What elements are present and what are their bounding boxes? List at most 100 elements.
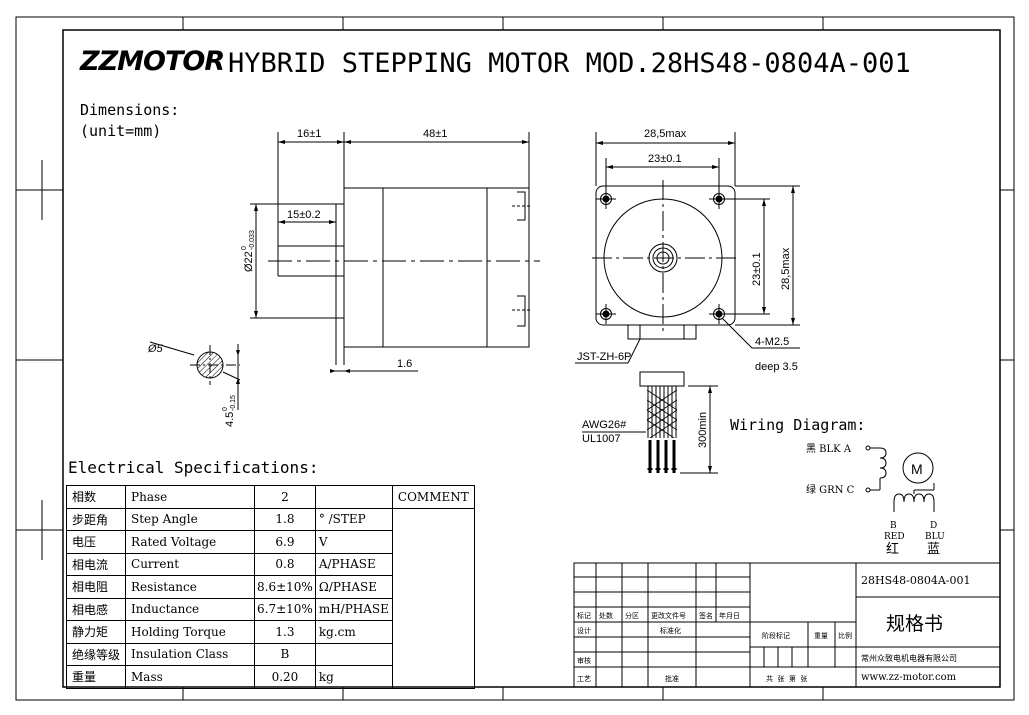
spec-name-zh: 相电感 [65, 597, 127, 621]
spec-name-zh: 相电阻 [65, 575, 127, 599]
motor-side-view [250, 132, 540, 372]
motor-front-view [575, 132, 800, 364]
spec-value: B [254, 642, 316, 666]
dim-1-6: 1.6 [397, 358, 412, 370]
wire-gauge-label: AWG26# [582, 419, 627, 431]
hole-spec-label: 4-M2.5 [755, 336, 789, 348]
comment-cell [391, 620, 475, 643]
motor-symbol-label: M [911, 461, 923, 477]
spec-name-en: Inductance [125, 597, 256, 621]
spec-name-zh: 绝缘等级 [65, 642, 127, 666]
dimensions-label: Dimensions: [80, 101, 179, 119]
title-block-texts: 标记 处数 分区 更改文件号 签名 年月日 设计 标准化 审核 工艺 批准 阶段… [577, 574, 971, 683]
spec-unit: ° /STEP [314, 507, 393, 531]
rev-col-5: 签名 [699, 611, 713, 620]
comment-header: COMMENT [391, 485, 475, 509]
spec-value: 1.8 [254, 507, 316, 531]
spec-name-en: Mass [125, 665, 256, 689]
dim-23-side: 23±0.1 [751, 252, 763, 286]
comment-cell [391, 575, 475, 598]
wire-std-label: UL1007 [582, 433, 621, 445]
header: ZZMOTOR HYBRID STEPPING MOTOR MOD.28HS48… [79, 46, 911, 140]
spec-unit: A/PHASE [314, 552, 393, 576]
dim-flat-tol-up: 0 [222, 407, 229, 411]
dim-shaft-tol-low: -0.033 [249, 230, 256, 250]
dim-16: 16±1 [297, 128, 321, 140]
process-label: 工艺 [577, 675, 591, 683]
spec-unit [314, 642, 393, 666]
comment-cell [391, 643, 475, 666]
wire-b-color: RED [884, 532, 905, 542]
front-view-dim-texts: 28,5max 23±0.1 23±0.1 28,5max JST-ZH-6P … [577, 128, 798, 373]
sheets-label: 共 张 第 张 [766, 674, 807, 683]
wiring-diagram: Wiring Diagram: 黑 BLK A 绿 GRN C M B RED … [730, 416, 945, 557]
wire-b-zh: 红 [886, 541, 899, 557]
spec-value: 0.8 [254, 552, 316, 576]
dim-28-5-top: 28,5max [644, 128, 687, 140]
rev-col-4: 更改文件号 [651, 611, 686, 620]
wire-d-color: BLU [925, 532, 945, 542]
review-label: 审核 [577, 656, 591, 665]
spec-name-en: Rated Voltage [125, 530, 256, 554]
sheet-frame [15, 16, 1015, 701]
rev-col-1: 标记 [577, 611, 591, 620]
comment-cell [391, 553, 475, 576]
wire-b-letter: B [890, 521, 897, 531]
spec-name-en: Insulation Class [125, 642, 256, 666]
spec-name-en: Phase [125, 485, 256, 509]
spec-value: 0.20 [254, 665, 316, 689]
dim-shaft-diameter: Ø22 [243, 251, 255, 272]
spec-name-en: Step Angle [125, 507, 256, 531]
spec-name-en: Holding Torque [125, 620, 256, 644]
dim-48: 48±1 [423, 128, 447, 140]
spec-unit [314, 485, 393, 509]
comment-cell [391, 508, 475, 531]
spec-unit: mH/PHASE [314, 597, 393, 621]
brand-logo: ZZMOTOR [79, 46, 224, 77]
title-block [573, 562, 1001, 688]
wire-a-label: 黑 BLK A [806, 443, 852, 455]
dim-28-5-side: 28,5max [780, 247, 792, 290]
spec-unit: kg [314, 665, 393, 689]
spec-unit: V [314, 530, 393, 554]
wire-harness [582, 371, 718, 474]
wire-texts: AWG26# UL1007 300min [582, 412, 709, 448]
rev-col-3: 分区 [625, 611, 639, 620]
spec-unit: Ω/PHASE [314, 575, 393, 599]
side-view-arrows [254, 140, 529, 373]
document-name: 规格书 [886, 613, 943, 635]
dim-flat-tol-low: -0.15 [230, 395, 237, 411]
hole-depth-label: deep 3.5 [755, 361, 798, 373]
spec-name-zh: 相数 [65, 485, 127, 509]
wire-d-letter: D [930, 521, 937, 531]
design-label: 设计 [577, 626, 591, 635]
wire-length-label: 300min [697, 412, 709, 448]
unit-label: (unit=mm) [80, 122, 161, 140]
wire-harness-arrows [708, 386, 712, 473]
spec-name-zh: 静力矩 [65, 620, 127, 644]
dim-shaft-tol-up: 0 [241, 246, 248, 250]
motor-symbol [902, 452, 934, 484]
dim-23-top: 23±0.1 [648, 153, 682, 165]
wiring-title: Wiring Diagram: [730, 416, 865, 434]
spec-value: 8.6±10% [254, 575, 316, 599]
spec-unit: kg.cm [314, 620, 393, 644]
drawing-title: HYBRID STEPPING MOTOR MOD.28HS48-0804A-0… [228, 48, 911, 79]
wire-c-label: 绿 GRN C [806, 483, 855, 496]
spec-value: 1.3 [254, 620, 316, 644]
rev-col-2: 处数 [599, 611, 613, 620]
spec-name-en: Current [125, 552, 256, 576]
dim-flat: 4.5 [224, 412, 236, 427]
weight-label: 重量 [814, 632, 828, 640]
spec-value: 2 [254, 485, 316, 509]
wire-d-zh: 蓝 [927, 542, 940, 557]
